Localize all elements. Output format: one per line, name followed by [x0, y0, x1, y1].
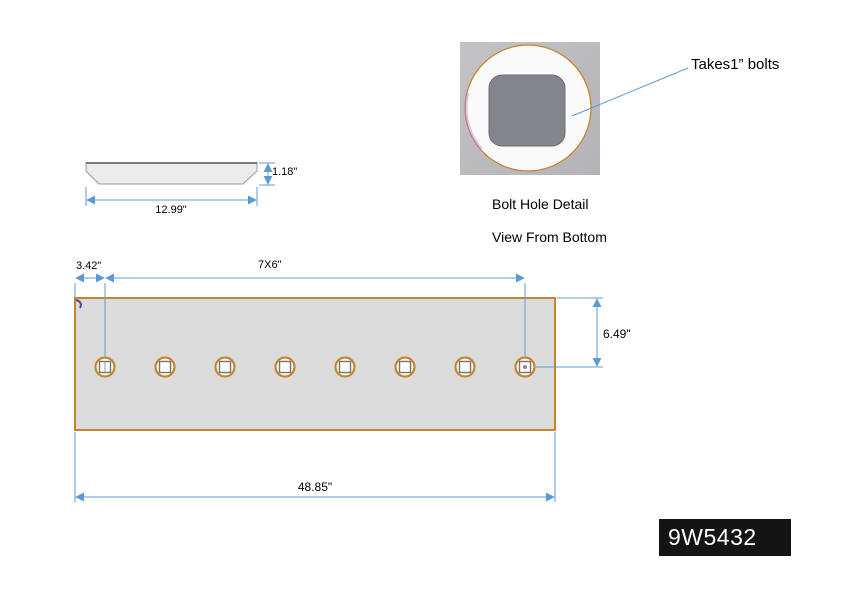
side-profile-view: [85, 162, 258, 185]
detail-leader-line: [571, 67, 689, 117]
dim-edge-offset: 3.42": [76, 260, 102, 272]
plan-view-dimensions: [74, 273, 603, 502]
part-number-box: 9W5432: [659, 519, 791, 556]
detail-subtitle: View From Bottom: [492, 229, 607, 245]
bolt-hole: [394, 356, 416, 378]
bolt-hole: [94, 356, 116, 378]
bolt-hole: [334, 356, 356, 378]
dim-overall-length: 48.85": [297, 480, 333, 494]
part-number: 9W5432: [668, 524, 757, 550]
detail-square-hole: [488, 74, 566, 147]
plate-corner-artifact: [75, 299, 82, 309]
detail-highlight-arc: [464, 44, 592, 172]
dim-side-offset: 6.49": [603, 327, 631, 341]
bolt-hole: [454, 356, 476, 378]
bolt-hole: [154, 356, 176, 378]
side-view-dimensions: [85, 162, 275, 206]
bolt-hole: [274, 356, 296, 378]
detail-title: Bolt Hole Detail: [492, 196, 589, 212]
bolt-size-note: Takes1” bolts: [691, 56, 780, 73]
bolt-hole: [514, 356, 536, 378]
bolt-hole: [214, 356, 236, 378]
dim-thickness: 1.18": [272, 166, 298, 178]
bolt-hole-detail-view: [460, 42, 689, 175]
plate-plan-view: [74, 297, 556, 431]
dim-side-width: 12.99": [155, 204, 187, 216]
dim-hole-pattern: 7X6": [258, 259, 282, 271]
